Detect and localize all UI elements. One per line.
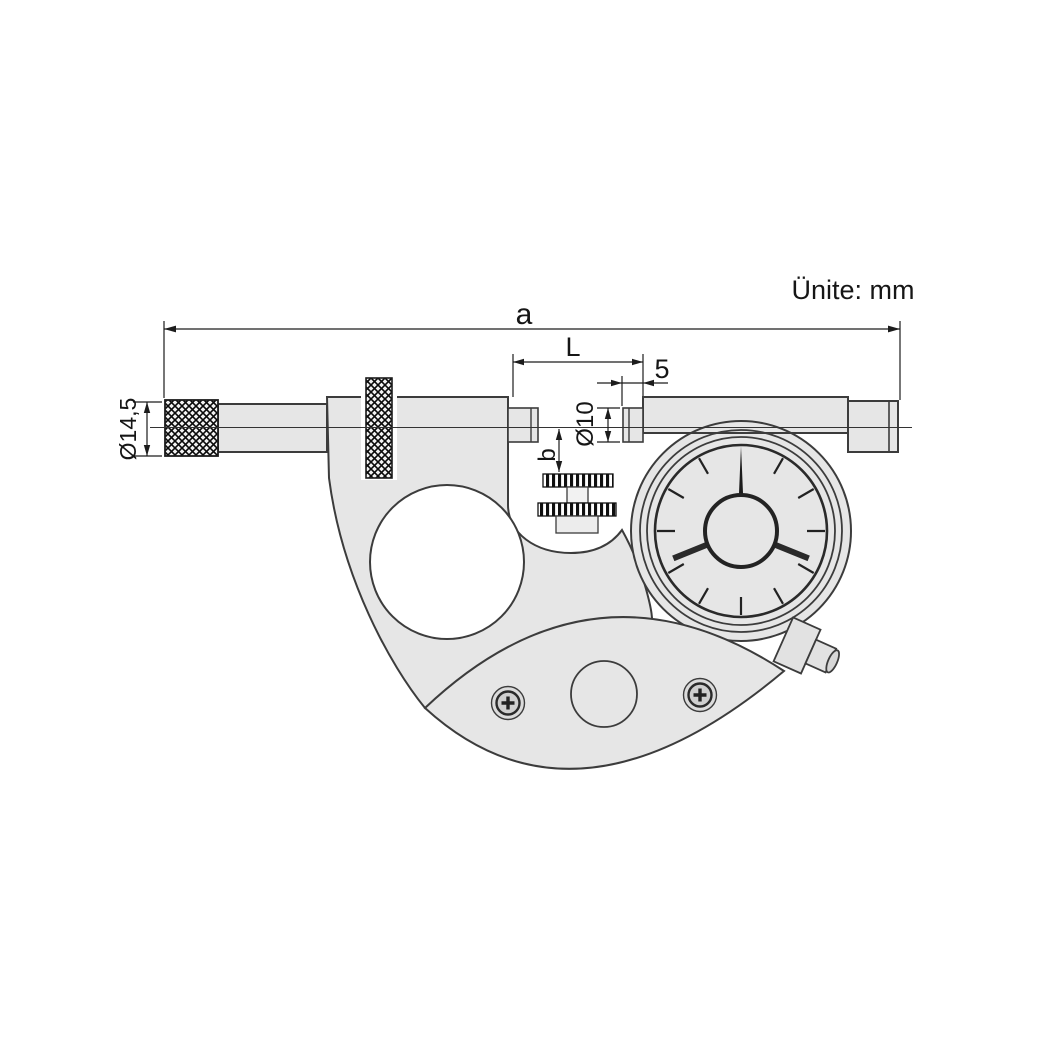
thumbwheel-upper-disc (542, 473, 614, 488)
measuring-anvils (507, 407, 644, 443)
thumbwheel-support (555, 515, 599, 534)
unit-note: Ünite: mm (791, 275, 914, 305)
thumbwheel-lower-disc (537, 502, 617, 517)
spindle-anvil (507, 407, 539, 443)
phillips-screw-left (490, 685, 526, 721)
dim-label-L: L (565, 332, 580, 362)
needle-spoke-left (672, 540, 712, 562)
dim-label-a: a (516, 298, 533, 331)
dimension-5: 5 (597, 354, 670, 406)
dial-indicator (639, 429, 843, 633)
retraction-button (772, 616, 840, 675)
frame-lightening-hole (369, 484, 525, 640)
phillips-screw-right (682, 677, 718, 713)
needle-spoke-right (770, 540, 810, 562)
grip-center-hole (570, 660, 638, 728)
dimension-anvil-diameter: Ø10 (572, 401, 620, 447)
dial-tick-marks (657, 457, 825, 615)
dimension-spindle-diameter: Ø14,5 (115, 398, 162, 461)
dial-bezel-ring (646, 436, 836, 626)
dim-label-anvil-diameter: Ø10 (572, 401, 599, 446)
spindle-end-cap (847, 400, 899, 453)
dimension-b: b (534, 429, 563, 472)
dial-face-edge (653, 443, 829, 619)
dimension-L: L (512, 332, 644, 397)
dim-label-b: b (534, 448, 561, 461)
dial-hub (703, 493, 779, 569)
dim-label-spindle-diameter: Ø14,5 (115, 398, 141, 461)
grip-plate (423, 616, 786, 770)
dial-outer-ring (639, 429, 843, 633)
adjustment-thumbwheel (537, 473, 617, 534)
dim-label-5: 5 (654, 354, 669, 384)
fixed-anvil (622, 407, 644, 443)
dimension-a: a (163, 298, 901, 400)
thumbwheel-stem (566, 486, 589, 504)
